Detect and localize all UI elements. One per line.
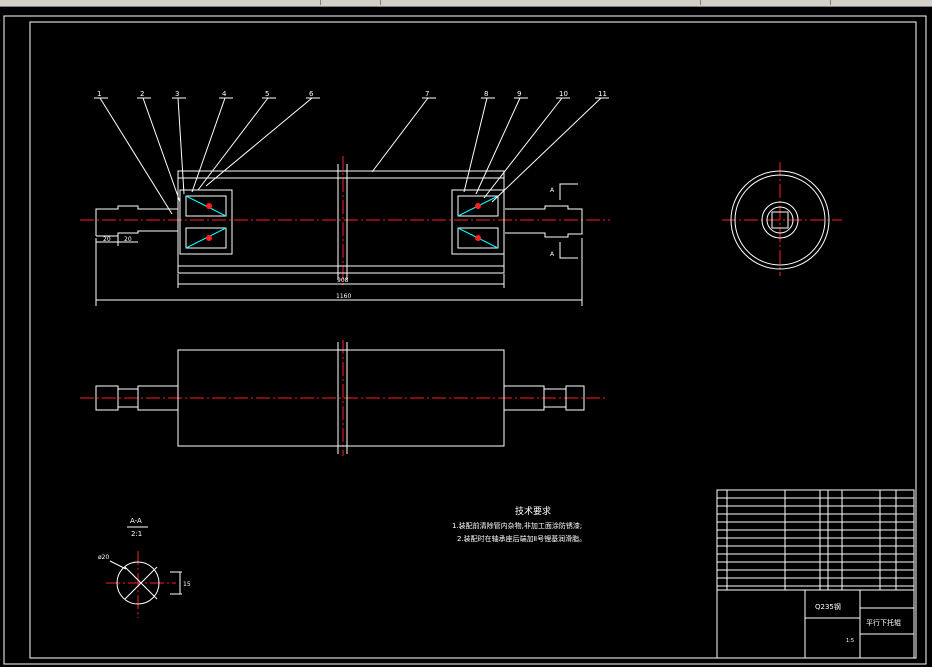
balloon-number: 7 (425, 90, 429, 98)
section-a-a-view[interactable]: A-A 2:1 ø20 15 (98, 517, 191, 618)
balloon-number: 3 (175, 90, 179, 98)
section-dia-leader (109, 560, 127, 570)
toolbar-segment (700, 0, 831, 5)
balloon-leader (142, 97, 181, 203)
title-drawing-name: 平行下托辊 (866, 618, 901, 627)
title-material: Q235钢 (815, 602, 841, 611)
technical-requirements: 技术要求 1.装配前清除管内杂物,非加工面涂防锈漆; 2.装配时在轴承座后端加Ⅱ… (452, 505, 586, 543)
outer-view[interactable] (80, 340, 606, 456)
shaft-circle (766, 206, 794, 234)
section-view-scale: 2:1 (131, 530, 142, 538)
front-section-view[interactable]: 1 2 3 4 5 6 7 8 9 10 11 20 20 908 1160 A A (80, 90, 610, 306)
left-ball-bottom (206, 235, 212, 241)
balloon-leader (463, 97, 488, 193)
cad-drawing-canvas[interactable]: 1 2 3 4 5 6 7 8 9 10 11 20 20 908 1160 A A (0, 6, 932, 667)
left-bearing-top (185, 195, 227, 217)
right-ball-top (475, 203, 481, 209)
shaft-right (505, 205, 583, 238)
right-bearing-bottom (457, 227, 499, 249)
roller-inner-circle (734, 174, 826, 266)
right-bearing-housing (451, 189, 505, 255)
balloon-number: 4 (222, 90, 227, 98)
inner-frame (29, 21, 917, 659)
balloon-number: 6 (309, 90, 314, 98)
balloon-number: 5 (265, 90, 269, 98)
balloon-number: 11 (598, 90, 607, 98)
section-arrow-bottom (559, 242, 578, 259)
balloon-leader (197, 97, 269, 191)
window-toolbar-strip (0, 0, 932, 7)
side-view[interactable] (722, 162, 842, 276)
left-bearing-bottom (185, 227, 227, 249)
dim-label-1160: 1160 (336, 293, 351, 300)
toolbar-segment (320, 0, 381, 5)
title-scale: 1:5 (846, 638, 854, 644)
tube-outline (177, 170, 505, 274)
roller-outer-circle (730, 170, 830, 270)
left-bearing-housing (179, 189, 233, 255)
bearing-circle (761, 201, 799, 239)
balloon-number: 1 (97, 90, 101, 98)
balloon-number: 2 (140, 90, 144, 98)
section-flat-label: 15 (183, 581, 191, 588)
balloon-leader (371, 97, 429, 173)
shaft-left-top (95, 205, 178, 236)
balloon-leader (191, 97, 226, 193)
toolbar-segment (830, 0, 932, 5)
dim-label-20a: 20 (103, 236, 111, 243)
section-label-top: A (550, 187, 555, 194)
section-arrow-top (559, 183, 578, 200)
notes-line-1: 1.装配前清除管内杂物,非加工面涂防锈漆; (452, 521, 582, 530)
section-hatch (124, 566, 158, 600)
section-view-title: A-A (130, 517, 142, 525)
outer-shaft-end-right (565, 385, 585, 411)
balloon-number: 10 (559, 90, 568, 98)
toolbar-segment (0, 0, 321, 5)
balloon-number: 9 (517, 90, 521, 98)
balloon-leader (475, 97, 521, 195)
section-label-bottom: A (550, 251, 555, 258)
section-circle (116, 561, 160, 605)
right-bearing-top (457, 195, 499, 217)
notes-line-2: 2.装配时在轴承座后端加Ⅱ号锂基润滑脂。 (457, 534, 586, 543)
balloon-leader (205, 97, 313, 187)
balloon-leader (99, 97, 173, 215)
toolbar-segment (380, 0, 701, 5)
title-block-frame (716, 489, 915, 659)
dim-label-20b: 20 (124, 236, 132, 243)
balloon-leader (483, 97, 563, 199)
notes-title: 技术要求 (515, 505, 551, 517)
right-ball-bottom (475, 235, 481, 241)
shaft-left-bottom (96, 230, 178, 237)
balloon-leader (177, 97, 185, 195)
shaft-flats (771, 211, 789, 229)
left-ball-top (206, 203, 212, 209)
section-dia-label: ø20 (98, 554, 109, 561)
parts-list (717, 490, 914, 590)
title-block[interactable]: Q235钢 平行下托辊 1:5 (716, 489, 915, 659)
balloon-number: 8 (484, 90, 488, 98)
balloon-leaders: 1 2 3 4 5 6 7 8 9 10 11 (94, 90, 609, 215)
balloon-leader (491, 97, 602, 203)
outer-border (3, 15, 927, 665)
dim-label-908: 908 (337, 277, 349, 284)
outer-shaft-left (137, 385, 179, 411)
